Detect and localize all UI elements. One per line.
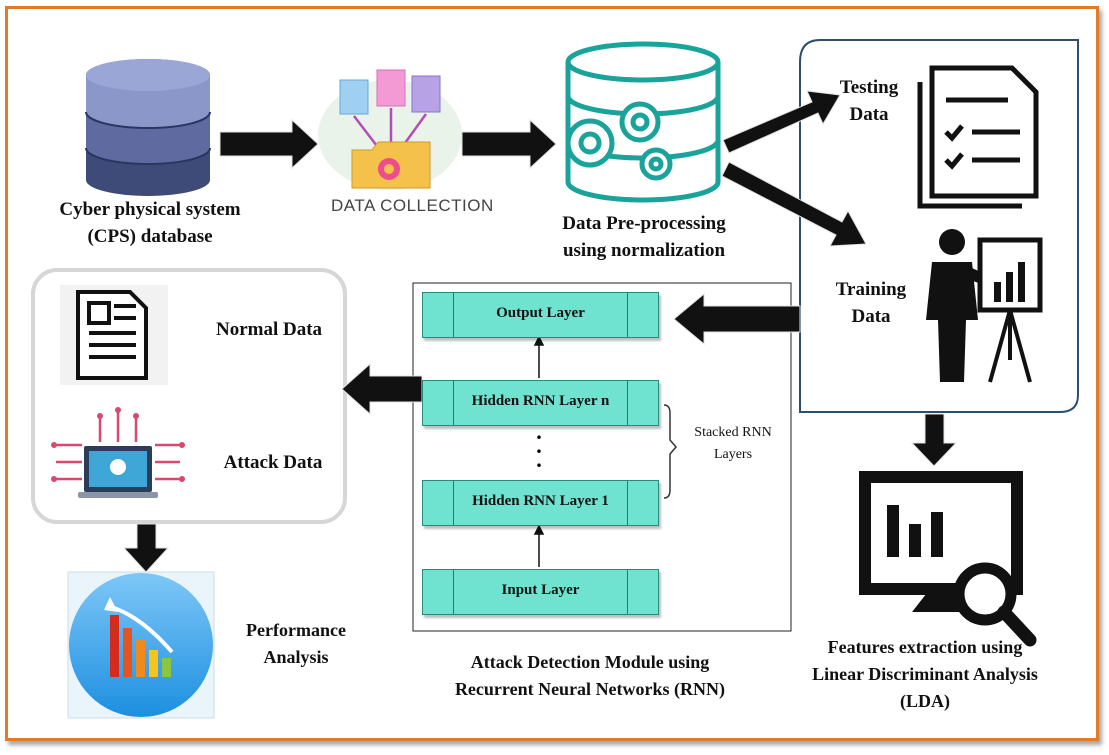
rnn-hidden-layer-n: Hidden RNN Layer n bbox=[422, 380, 659, 426]
arrow-training-to-rnn bbox=[673, 292, 801, 346]
arrow-cps-to-collection bbox=[219, 118, 319, 170]
arrow-rnn-to-results bbox=[341, 362, 423, 416]
performance-chart-icon bbox=[67, 571, 215, 719]
data-collection-icon bbox=[318, 69, 462, 190]
attack-laptop-icon bbox=[51, 407, 185, 498]
document-icon bbox=[60, 285, 168, 385]
rnn-output-layer: Output Layer bbox=[422, 292, 659, 338]
presenter-icon bbox=[926, 229, 1043, 383]
database-icon bbox=[85, 59, 211, 196]
attack-data-label: Attack Data bbox=[223, 452, 323, 473]
rnn-flow-arrows bbox=[533, 335, 545, 567]
lda-analysis-icon bbox=[859, 471, 1037, 647]
flow-arrows bbox=[122, 90, 958, 573]
arrow-results-to-performance bbox=[122, 523, 170, 573]
arrow-preprocess-to-training bbox=[721, 161, 867, 247]
rnn-hidden-layer-1: Hidden RNN Layer 1 bbox=[422, 480, 659, 526]
stack-bracket bbox=[663, 404, 677, 499]
arrow-collection-to-preprocess bbox=[461, 118, 557, 170]
layer-ellipsis: ... bbox=[536, 419, 542, 472]
arrow-preprocess-to-testing bbox=[722, 90, 841, 154]
normal-data-label: Normal Data bbox=[215, 319, 323, 340]
data-collection-caption: DATA COLLECTION bbox=[331, 196, 494, 215]
checklist-icon bbox=[917, 65, 1039, 209]
arrow-panel-to-lda bbox=[910, 413, 958, 467]
preprocessing-gears-icon bbox=[565, 41, 721, 203]
rnn-input-layer: Input Layer bbox=[422, 569, 659, 615]
cps-database-label: Cyber physical system(CPS) database bbox=[59, 199, 241, 247]
